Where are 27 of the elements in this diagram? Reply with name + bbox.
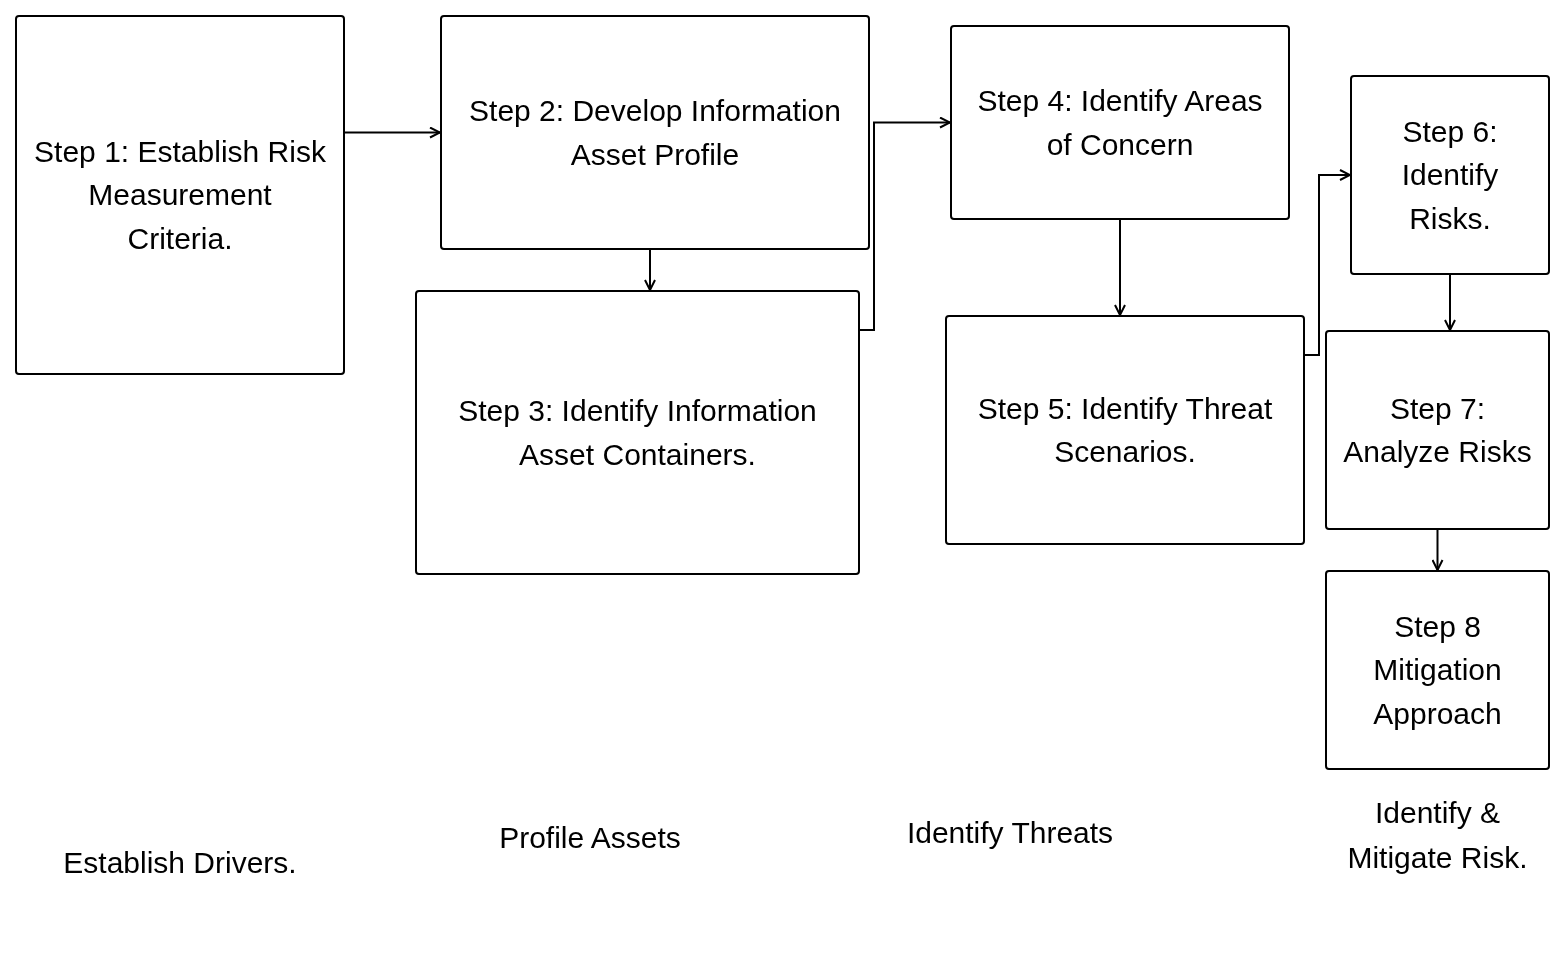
step-text: Step 1: Establish Risk Measurement Criteria.	[33, 133, 327, 257]
process-box	[415, 290, 860, 575]
process-box	[1325, 330, 1550, 530]
phase-label: Profile Assets	[498, 820, 682, 856]
arrow	[1304, 169, 1351, 356]
process-box	[440, 15, 870, 250]
process-box	[950, 25, 1290, 220]
arrow	[859, 116, 951, 331]
process-box	[1325, 570, 1550, 770]
process-box	[945, 315, 1305, 545]
arrow	[1114, 219, 1126, 316]
step-text: Step 7: Analyze Risks	[1343, 390, 1532, 470]
arrow	[1444, 274, 1456, 331]
process-box	[1350, 75, 1550, 275]
process-box	[15, 15, 345, 375]
arrow	[1431, 529, 1444, 571]
step-text: Step 3: Identify Information Asset Containers.	[457, 393, 818, 473]
arrow	[344, 126, 441, 139]
arrow	[644, 249, 656, 291]
phase-label: Identify & Mitigate Risk.	[1346, 795, 1529, 876]
step-text: Step 5: Identify Threat Scenarios.	[976, 390, 1274, 470]
step-text: Step 4: Identify Areas of Concern	[976, 83, 1264, 163]
step-text: Step 8 Mitigation Approach	[1372, 608, 1503, 732]
phase-label: Identify Threats	[905, 815, 1115, 851]
step-text: Step 2: Develop Information Asset Profile	[468, 93, 842, 173]
phase-label: Establish Drivers.	[62, 845, 298, 881]
step-text: Step 6: Identify Risks.	[1400, 113, 1500, 237]
